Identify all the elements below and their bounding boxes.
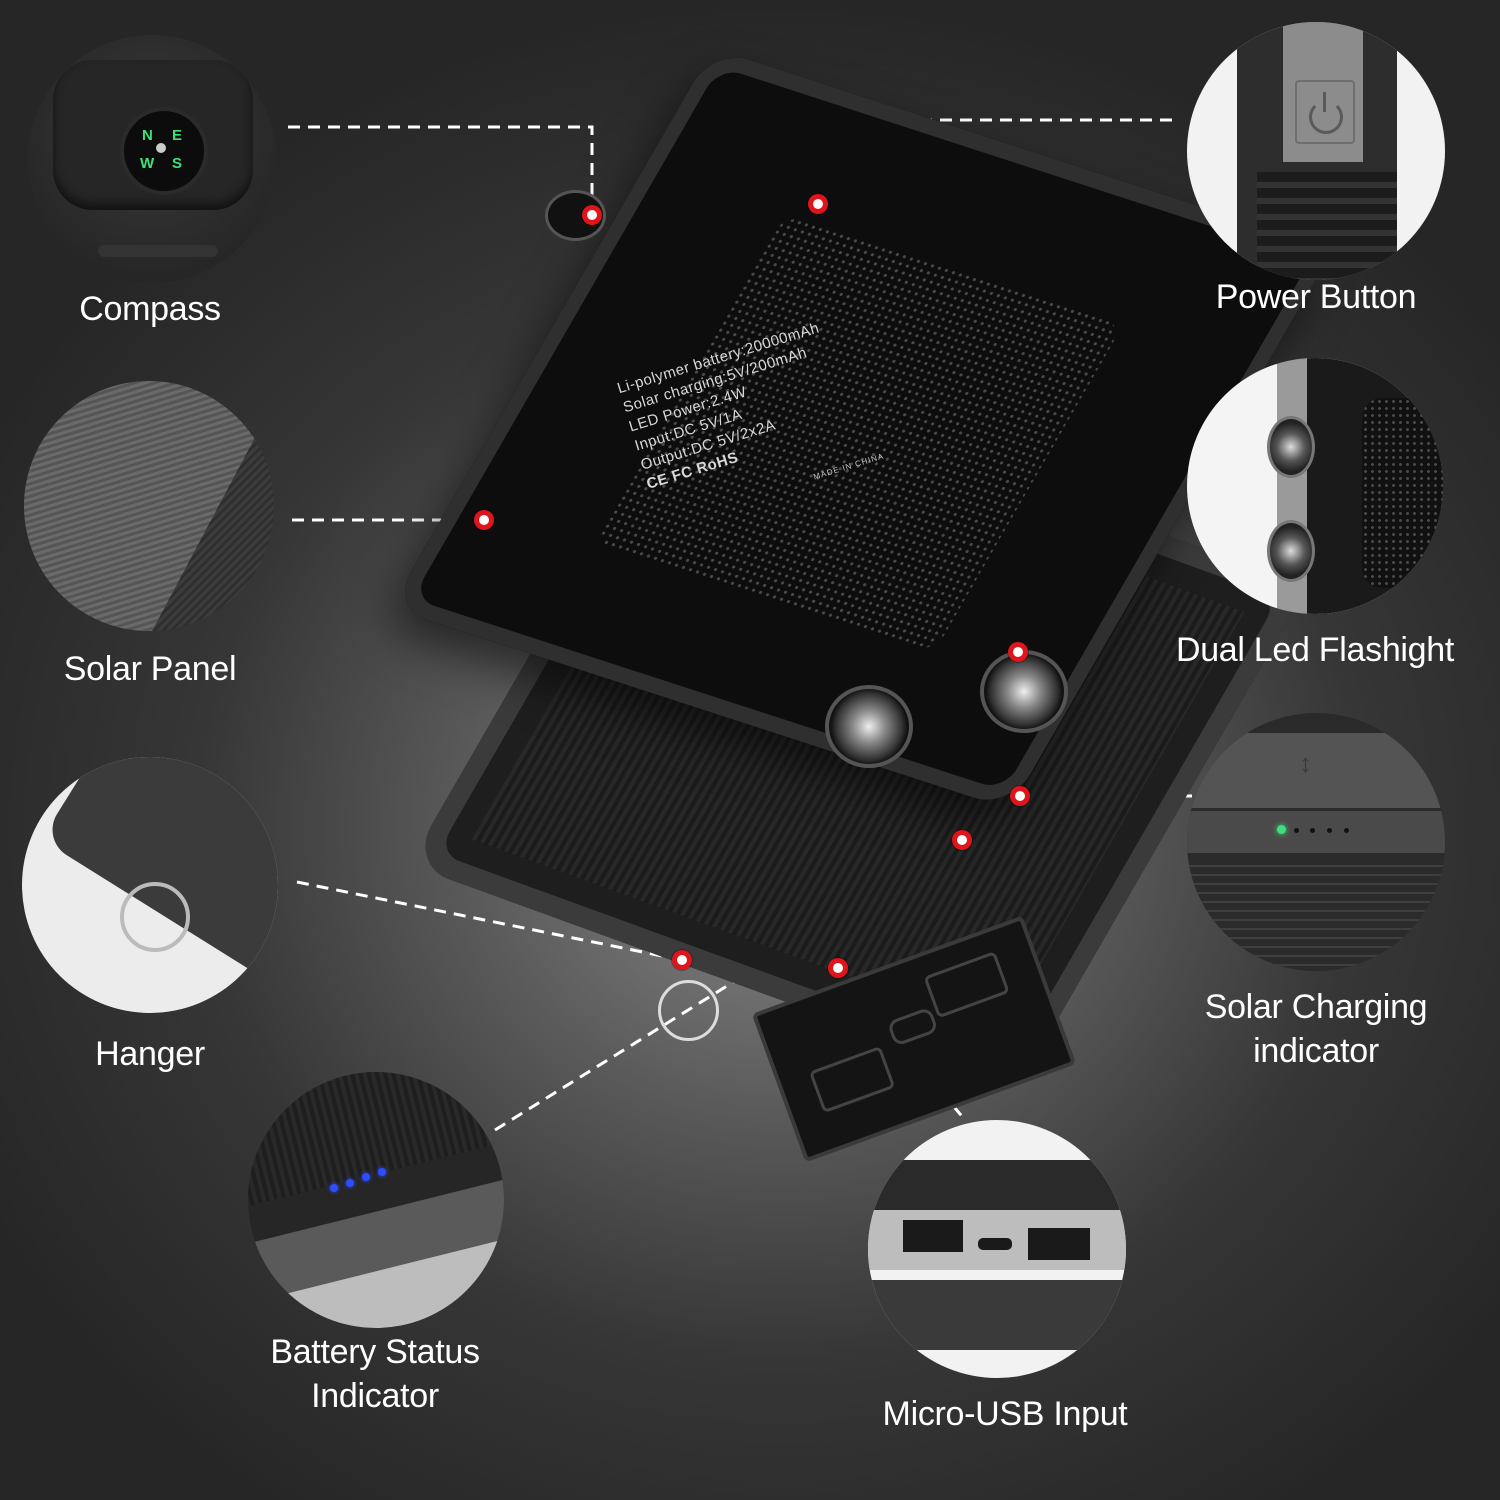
solar-charging-detail-image: ↕ xyxy=(1187,713,1445,971)
label-line: Indicator xyxy=(311,1377,439,1415)
battery-led-icon xyxy=(362,1173,370,1181)
usb-a-port-cover xyxy=(923,951,1010,1019)
callout-label-power-button: Power Button xyxy=(1215,278,1417,316)
marker-dual-led xyxy=(1008,642,1028,662)
power-icon xyxy=(1295,80,1355,144)
device-corner xyxy=(41,757,278,999)
solar-led-icon xyxy=(1327,828,1332,833)
power-icon-ring xyxy=(1309,100,1343,134)
solar-panel-highlight xyxy=(24,381,269,631)
micro-usb-detail-image xyxy=(868,1120,1126,1378)
marker-micro-usb xyxy=(828,958,848,978)
power-button xyxy=(1283,22,1363,162)
grip-texture xyxy=(1362,398,1443,588)
dual-led-detail-image xyxy=(1187,358,1443,614)
micro-usb-cover xyxy=(886,1006,939,1047)
marker-solar-charging xyxy=(1010,786,1030,806)
callout-label-dual-led: Dual Led Flashight xyxy=(1175,631,1455,669)
marker-battery-status xyxy=(952,830,972,850)
solar-cells xyxy=(248,1072,504,1207)
micro-usb-port-icon xyxy=(978,1238,1012,1250)
flap xyxy=(1187,733,1445,808)
port-panel xyxy=(868,1210,1126,1270)
flashlight-led-icon xyxy=(980,650,1068,733)
power-bank-device: Li-polymer battery:20000mAh Solar chargi… xyxy=(300,48,1334,1163)
callout-label-battery-status: Battery Status Indicator xyxy=(240,1330,510,1418)
label-line: Solar Charging xyxy=(1204,988,1428,1026)
power-button-detail-image xyxy=(1187,22,1445,280)
solar-cells xyxy=(1187,858,1445,971)
battery-led-icon xyxy=(378,1168,386,1176)
solar-led-icon xyxy=(1294,828,1299,833)
solar-led-icon xyxy=(1310,828,1315,833)
callout-label-hanger: Hanger xyxy=(95,1035,205,1073)
battery-led-icon xyxy=(346,1179,354,1187)
usb-a-port-icon xyxy=(903,1220,963,1252)
battery-status-detail-image xyxy=(248,1072,504,1328)
marker-power-button xyxy=(808,194,828,214)
callout-label-micro-usb: Micro-USB Input xyxy=(882,1395,1128,1433)
compass-letter: E xyxy=(172,127,183,144)
power-icon-bar xyxy=(1323,92,1326,112)
label-line: Battery Status xyxy=(270,1333,480,1371)
flap xyxy=(868,1280,1126,1350)
compass-detail-image: N E S W xyxy=(28,35,276,283)
usb-a-port-cover xyxy=(808,1045,896,1114)
compass-letter: W xyxy=(140,155,155,172)
hanger-detail-image xyxy=(22,757,278,1013)
flashlight-led-icon xyxy=(825,685,913,768)
callout-label-solar-panel: Solar Panel xyxy=(63,650,237,688)
arrow-icon: ↕ xyxy=(1299,748,1312,778)
marker-compass xyxy=(582,205,602,225)
compass-letter: S xyxy=(172,155,183,172)
callout-label-solar-charging: Solar Charging indicator xyxy=(1176,985,1456,1073)
solar-led-icon xyxy=(1277,825,1286,834)
solar-panel-detail-image xyxy=(24,381,274,631)
marker-hanger xyxy=(672,950,692,970)
indicator-strip xyxy=(1187,811,1445,853)
compass-icon xyxy=(545,190,606,241)
hanger-ring-icon xyxy=(120,882,190,952)
compass-icon: N E S W xyxy=(120,107,208,195)
label-line: indicator xyxy=(1253,1032,1379,1070)
usb-a-port-icon xyxy=(1028,1228,1090,1260)
compass-letter: N xyxy=(142,127,153,144)
marker-solar-panel xyxy=(474,510,494,530)
hanger-ring-icon xyxy=(658,980,719,1041)
solar-led-icon xyxy=(1344,828,1349,833)
slot xyxy=(98,245,218,257)
battery-led-icon xyxy=(330,1184,338,1192)
grip-ridges xyxy=(1257,172,1397,280)
flashlight-led-icon xyxy=(1267,520,1315,582)
device-top xyxy=(868,1160,1126,1210)
callout-label-compass: Compass xyxy=(79,290,221,328)
compass-needle-center xyxy=(156,143,166,153)
flashlight-led-icon xyxy=(1267,416,1315,478)
